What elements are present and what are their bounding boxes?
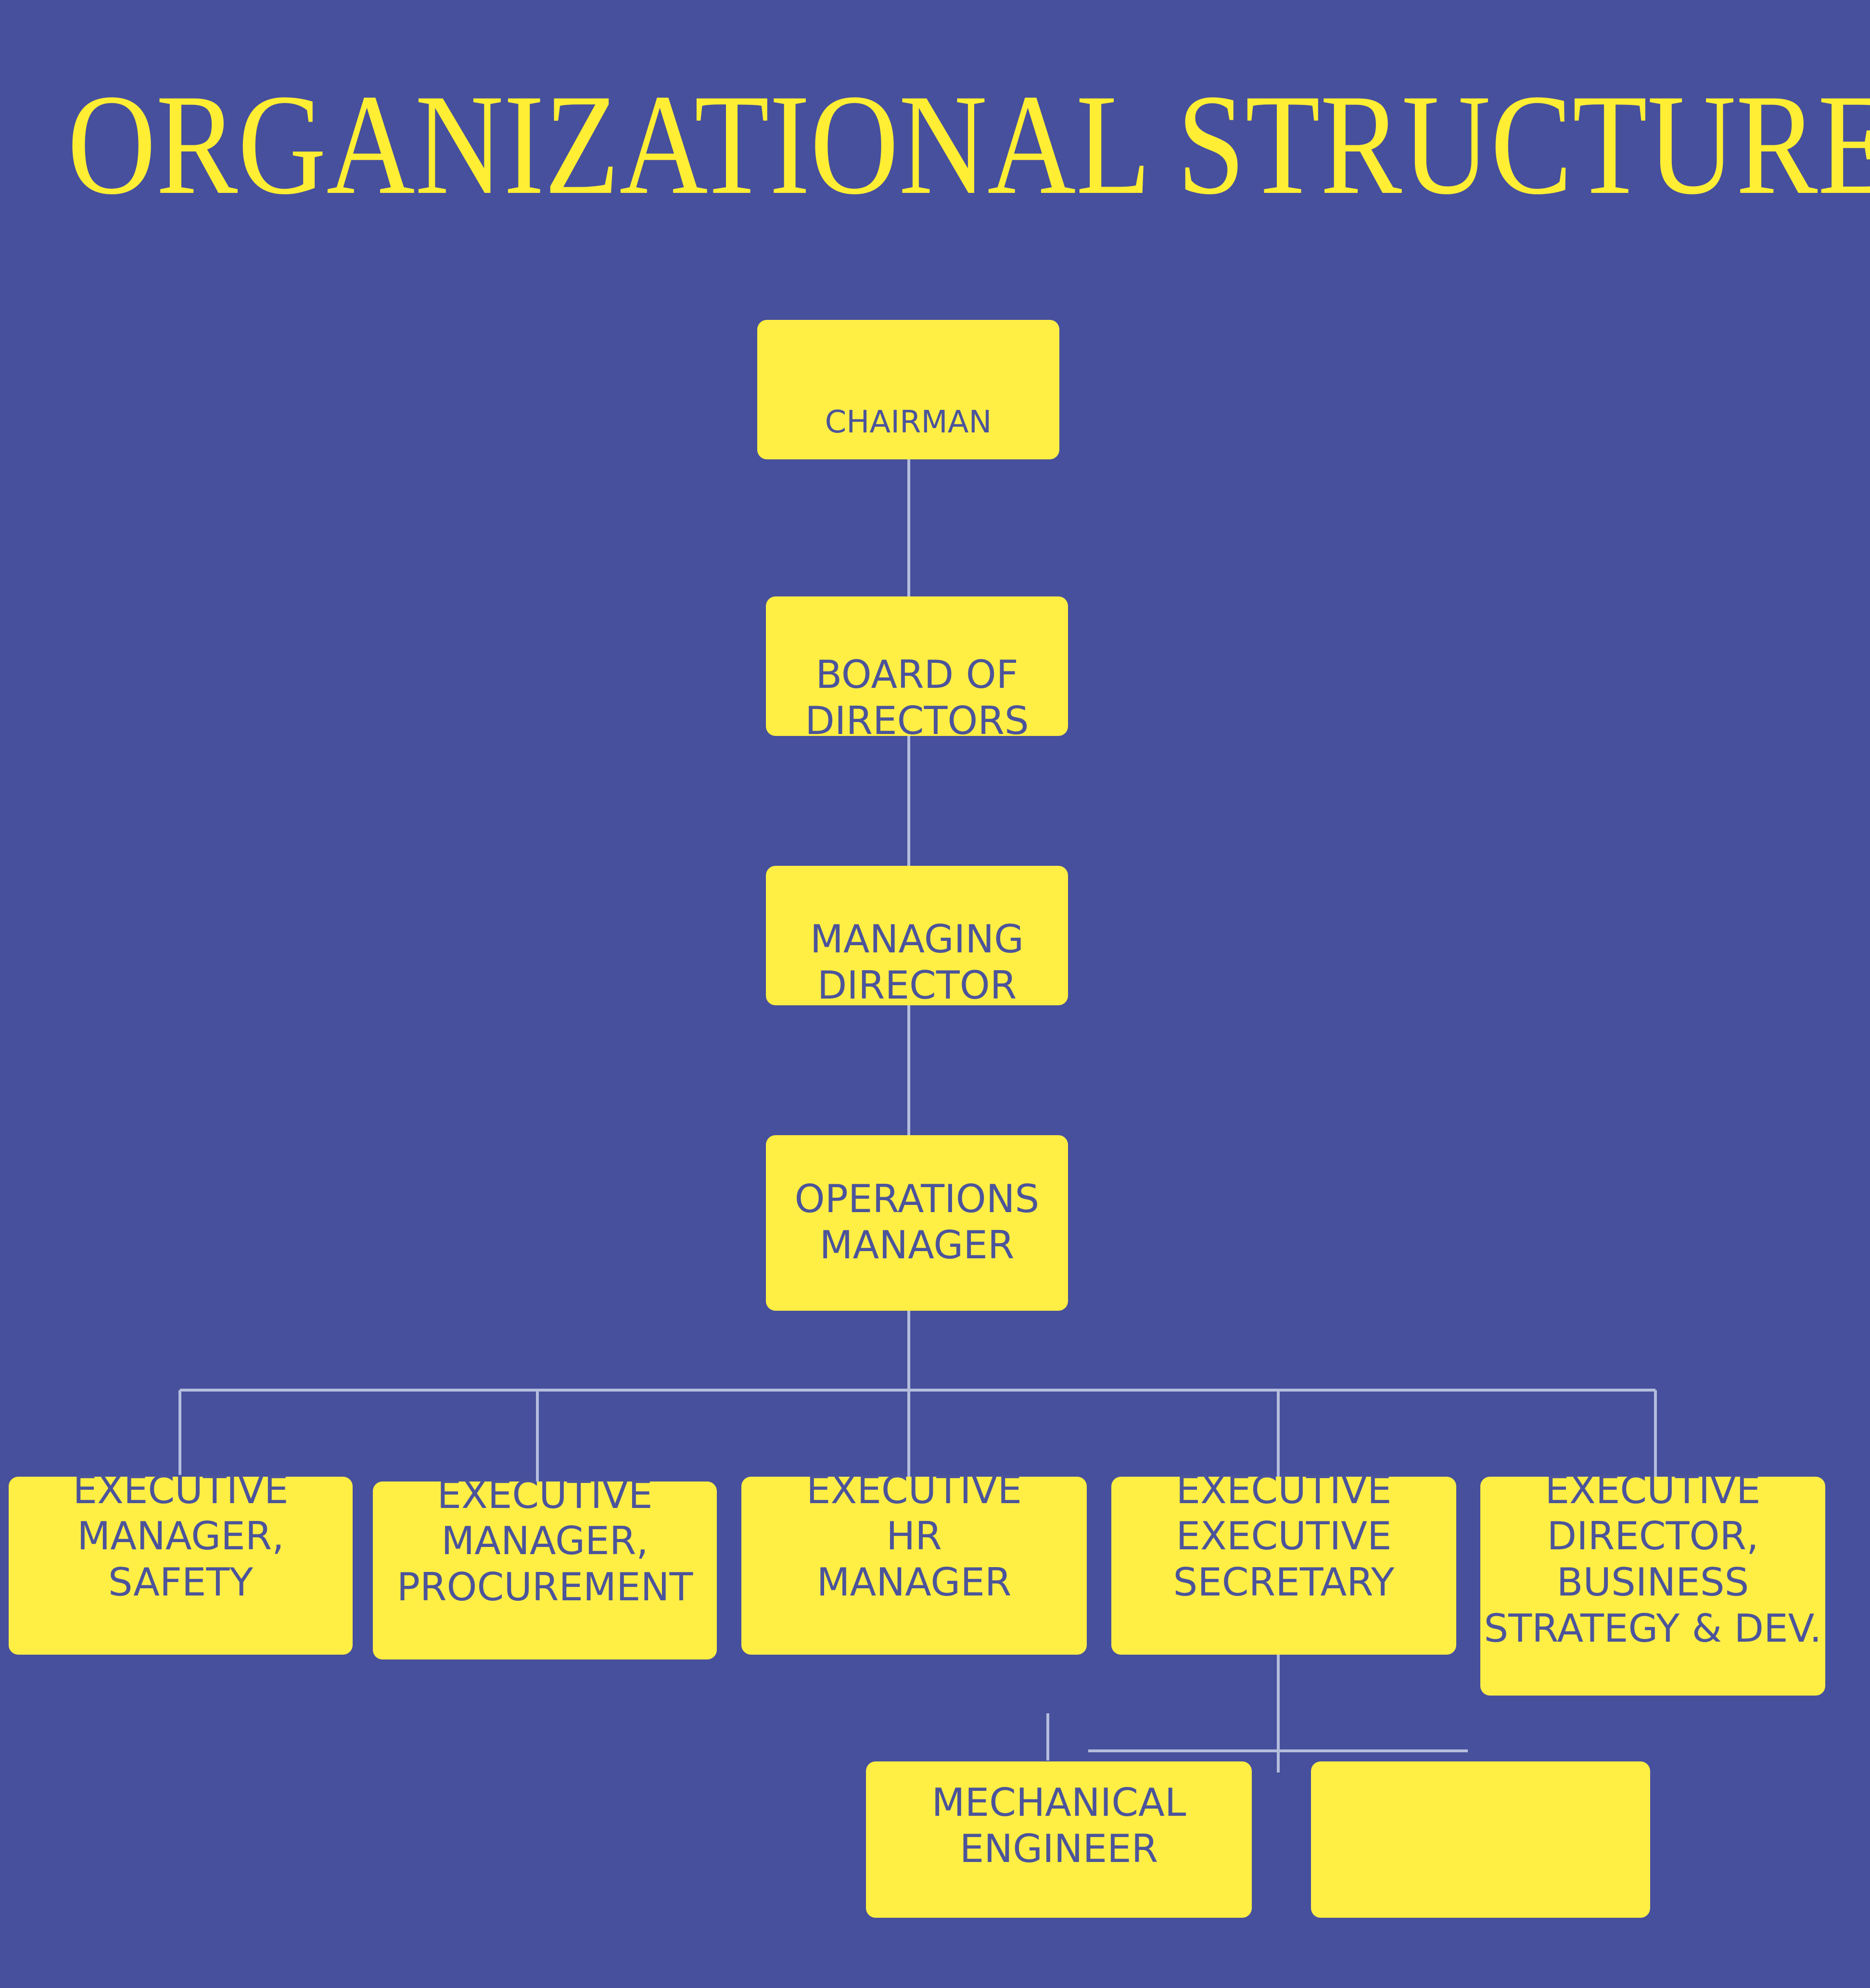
managing-director-box: MANAGING DIRECTOR	[766, 866, 1068, 1008]
chairman-label: CHAIRMAN	[825, 405, 992, 440]
safety-manager-box: EXECUTIVE MANAGER, SAFETY	[9, 1468, 353, 1655]
executive-secretary-box: EXECUTIVE EXECUTIVE SECRETARY	[1111, 1468, 1456, 1655]
business-strategy-director-label: EXECUTIVE DIRECTOR, BUSINESS STRATEGY & …	[1484, 1468, 1822, 1651]
operations-manager-label: OPERATIONS MANAGER	[794, 1177, 1040, 1267]
mechanical-engineer-box: MECHANICAL ENGINEER	[866, 1761, 1252, 1918]
hr-manager-box: EXECUTIVE HR MANAGER	[741, 1468, 1087, 1655]
procurement-manager-label: EXECUTIVE MANAGER, PROCUREMENT	[396, 1472, 693, 1609]
board-of-directors-label: BOARD OF DIRECTORS	[805, 652, 1029, 743]
procurement-manager-box: EXECUTIVE MANAGER, PROCUREMENT	[373, 1472, 717, 1659]
hr-manager-label: EXECUTIVE HR MANAGER	[806, 1468, 1022, 1605]
safety-manager-label: EXECUTIVE MANAGER, SAFETY	[73, 1468, 289, 1605]
executive-secretary-label: EXECUTIVE EXECUTIVE SECRETARY	[1173, 1468, 1395, 1605]
page-title: ORGANIZATIONAL STRUCTURE	[67, 64, 1870, 224]
blank-box	[1311, 1761, 1650, 1918]
managing-director-label: MANAGING DIRECTOR	[810, 917, 1024, 1008]
operations-manager-box: OPERATIONS MANAGER	[766, 1135, 1068, 1311]
mechanical-engineer-label: MECHANICAL ENGINEER	[931, 1780, 1186, 1871]
business-strategy-director-box: EXECUTIVE DIRECTOR, BUSINESS STRATEGY & …	[1480, 1468, 1825, 1696]
board-of-directors-box: BOARD OF DIRECTORS	[766, 596, 1068, 743]
chairman-box: CHAIRMAN	[757, 320, 1059, 459]
